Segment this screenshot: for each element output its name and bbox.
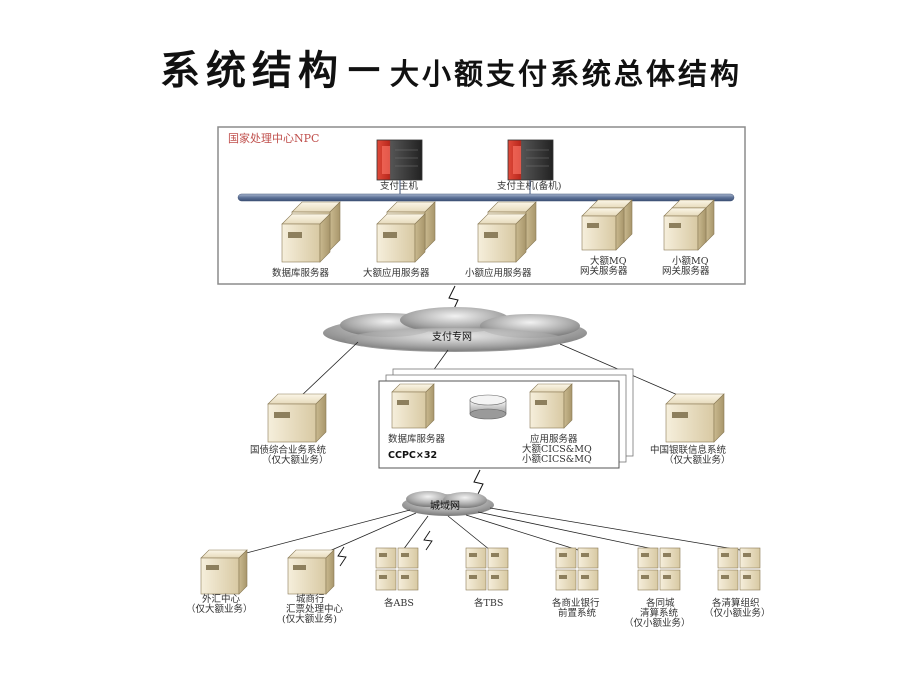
ccpc-app-label: 应用服务器	[530, 433, 578, 445]
city-network-label: 城域网	[430, 499, 460, 512]
abs-label: 各ABS	[384, 597, 414, 609]
fx-center-label-1: 外汇中心	[202, 593, 241, 605]
fx-center-label-2: （仅大额业务）	[186, 603, 253, 615]
city-clearing-servers	[637, 547, 681, 591]
commercial-bank-label-2: 前置系统	[558, 607, 597, 619]
payment-host-backup	[507, 139, 554, 181]
npc-beps-mq-label-2: 网关服务器	[662, 265, 710, 277]
clearing-org-servers	[717, 547, 761, 591]
city-bank-label-2: 汇票处理中心	[286, 603, 344, 615]
npc-hvps-app-server	[376, 201, 436, 263]
treasury-bond-system	[267, 393, 327, 443]
unionpay-system	[665, 393, 725, 443]
page-title: 系统结构－大小额支付系统总体结构	[160, 38, 860, 98]
city-network-cloud	[402, 491, 494, 516]
npc-hvps-app-server-label: 大额应用服务器	[363, 267, 430, 279]
npc-beps-mq-gateway	[663, 199, 715, 251]
ccpc-db-server	[391, 383, 435, 429]
city-bank-draft-server	[287, 549, 335, 595]
npc-db-server	[281, 201, 341, 263]
treasury-bond-label-1: 国债综合业务系统	[250, 444, 327, 456]
tbs-label: 各TBS	[474, 597, 503, 609]
treasury-bond-label-2: （仅大额业务）	[262, 454, 329, 466]
unionpay-label-1: 中国银联信息系统	[650, 444, 727, 456]
payment-host-primary-label: 支付主机	[380, 180, 419, 192]
lightning-link-ccpc	[473, 469, 484, 497]
payment-host-backup-label: 支付主机(备机)	[497, 180, 561, 192]
city-clearing-label-1: 各同城	[646, 597, 675, 609]
city-clearing-label-2: 清算系统	[640, 607, 679, 619]
city-bank-label-3: (仅大额业务)	[282, 613, 337, 625]
city-links	[234, 507, 741, 557]
ccpc-count-label: CCPC×32	[388, 450, 437, 461]
network-bus	[237, 193, 735, 202]
ccpc-disk-icon	[469, 394, 507, 420]
payment-network-label: 支付专网	[432, 330, 472, 343]
ccpc-app-label-3: 小额CICS&MQ	[522, 453, 592, 465]
payment-host-primary	[376, 139, 423, 181]
npc-label: 国家处理中心NPC	[228, 131, 319, 145]
lightning-link-npc	[448, 285, 459, 314]
clearing-org-label-2: （仅小额业务）	[704, 607, 771, 619]
commercial-bank-servers	[555, 547, 599, 591]
clearing-org-label-1: 各清算组织	[712, 597, 760, 609]
ccpc-db-label: 数据库服务器	[388, 433, 446, 445]
ccpc-app-label-2: 大额CICS&MQ	[522, 443, 592, 455]
title-sub: 大小额支付系统总体结构	[390, 57, 743, 91]
ccpc-app-server	[529, 383, 573, 429]
fx-center-server	[200, 549, 248, 595]
npc-beps-app-server	[477, 201, 537, 263]
npc-hvps-mq-gateway	[581, 199, 633, 251]
npc-hvps-mq-label-1: 大额MQ	[590, 255, 627, 267]
npc-hvps-mq-label-2: 网关服务器	[580, 265, 628, 277]
city-clearing-label-3: （仅小额业务）	[624, 617, 691, 629]
unionpay-label-2: （仅大额业务）	[664, 454, 731, 466]
title-main: 系统结构－	[160, 47, 390, 94]
commercial-bank-label-1: 各商业银行	[552, 597, 600, 609]
npc-beps-mq-label-1: 小额MQ	[672, 255, 709, 267]
npc-db-server-label: 数据库服务器	[272, 267, 330, 279]
abs-servers	[375, 547, 419, 591]
npc-beps-app-server-label: 小额应用服务器	[465, 267, 532, 279]
payment-network-cloud	[323, 307, 587, 352]
city-bank-label-1: 城商行	[296, 593, 325, 605]
tbs-servers	[465, 547, 509, 591]
